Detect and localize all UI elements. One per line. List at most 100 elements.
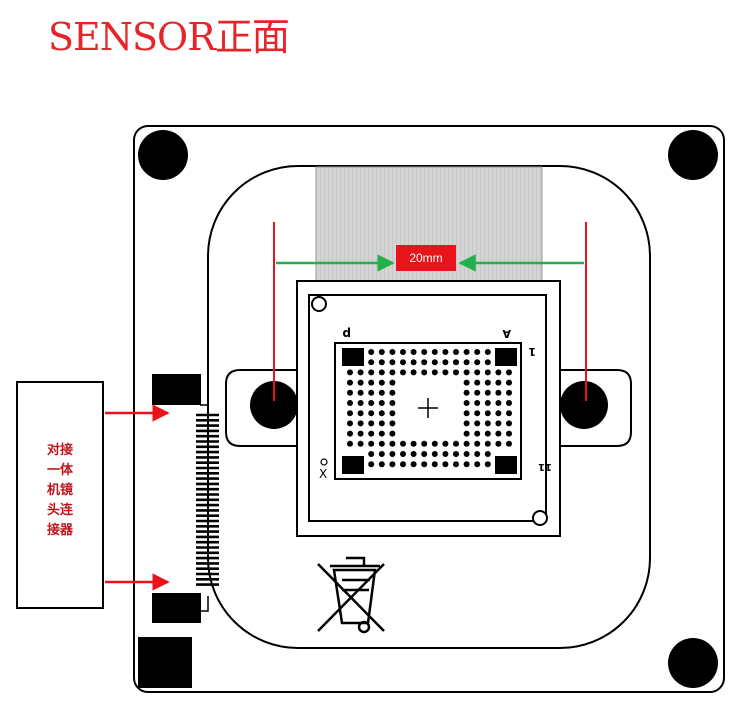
bga-ball: [474, 410, 481, 417]
callout-line: 机镜: [46, 483, 73, 498]
callout-line: 对接: [46, 443, 73, 458]
bga-ball: [463, 451, 470, 457]
bga-ball: [495, 389, 502, 396]
bga-ball: [495, 430, 502, 437]
bga-ball: [378, 379, 385, 386]
pin-label-left-bottom: X: [319, 467, 327, 481]
bga-ball: [474, 400, 481, 406]
bga-ball: [506, 400, 512, 406]
bga-ball: [421, 451, 428, 457]
bga-ball: [400, 440, 406, 447]
connector-pad-top: [152, 374, 201, 405]
bga-ball: [378, 389, 385, 396]
bga-ball: [410, 369, 417, 376]
center-crosshair: [418, 398, 438, 418]
bga-ball: [463, 400, 470, 406]
mounting-hole-top-left: [138, 130, 188, 180]
bga-ball: [357, 369, 364, 376]
bga-ball: [421, 440, 428, 447]
bga-ball: [495, 410, 502, 417]
bga-ball: [442, 369, 449, 376]
bga-ball: [484, 461, 491, 468]
bga-ball: [506, 430, 512, 437]
bga-ball: [347, 389, 353, 396]
bga-ball: [453, 440, 459, 447]
bga-ball: [431, 369, 438, 376]
bga-ball: [389, 359, 396, 366]
bga-ball: [463, 379, 470, 386]
connector-callout-box: 对接 一体 机镜 头连 接器: [16, 381, 104, 609]
bga-ball: [474, 379, 481, 386]
bga-ball: [389, 420, 396, 427]
bga-ball: [368, 440, 375, 447]
bga-ball: [421, 349, 428, 355]
callout-line: 头连: [46, 503, 73, 518]
bga-ball: [378, 430, 385, 437]
callout-text: 对接 一体 机镜 头连 接器: [18, 441, 102, 541]
bga-ball: [474, 369, 481, 376]
bga-ball: [463, 430, 470, 437]
bga-ball-grid: [347, 349, 512, 468]
bga-ball: [431, 461, 438, 468]
bga-ball: [442, 451, 449, 457]
pin-label-top-right: A: [502, 327, 511, 340]
bga-ball: [453, 359, 459, 366]
bga-ball: [389, 461, 396, 468]
bga-ball: [357, 400, 364, 406]
bga-ball: [357, 440, 364, 447]
bga-ball: [484, 400, 491, 406]
bga-ball: [347, 440, 353, 447]
bga-ball: [495, 369, 502, 376]
bga-ball: [484, 359, 491, 366]
bga-ball: [378, 359, 385, 366]
bga-ball: [474, 389, 481, 396]
bga-ball: [474, 451, 481, 457]
bga-ball: [431, 349, 438, 355]
bga-ball: [421, 461, 428, 468]
bga-ball: [389, 440, 396, 447]
bga-ball: [484, 451, 491, 457]
bga-ball: [506, 410, 512, 417]
pin-label-right-bottom: 11: [538, 461, 552, 472]
bga-ball: [431, 440, 438, 447]
bga-ball: [400, 349, 406, 355]
bga-ball: [378, 440, 385, 447]
bga-ball: [410, 451, 417, 457]
corner-pad-bottom-left: [138, 637, 192, 688]
bga-ball: [474, 420, 481, 427]
bga-ball: [400, 359, 406, 366]
bga-corner-pad-tl: [342, 348, 364, 366]
bga-ball: [421, 359, 428, 366]
bga-ball: [410, 461, 417, 468]
bga-ball: [484, 410, 491, 417]
pin-label-right-top: 1: [528, 345, 536, 358]
bga-ball: [463, 410, 470, 417]
bga-ball: [368, 379, 375, 386]
bga-ball: [378, 349, 385, 355]
bga-ball: [357, 410, 364, 417]
bga-ball: [484, 389, 491, 396]
bga-ball: [453, 349, 459, 355]
bga-ball: [506, 369, 512, 376]
bga-ball: [378, 461, 385, 468]
bga-ball: [453, 461, 459, 468]
mounting-hole-bottom-right: [668, 638, 718, 688]
bga-ball: [347, 430, 353, 437]
bga-ball: [495, 379, 502, 386]
bga-ball: [484, 420, 491, 427]
bga-ball: [389, 451, 396, 457]
bga-ball: [368, 359, 375, 366]
bga-ball: [357, 430, 364, 437]
bga-corner-pad-br: [495, 456, 517, 474]
bga-ball: [400, 451, 406, 457]
bga-corner-pad-tr: [495, 348, 517, 366]
bga-ball: [378, 400, 385, 406]
bga-ball: [347, 420, 353, 427]
bga-ball: [357, 420, 364, 427]
bga-ball: [378, 410, 385, 417]
bga-ball: [410, 359, 417, 366]
bga-ball: [347, 369, 353, 376]
bga-ball: [484, 430, 491, 437]
bga-ball: [368, 369, 375, 376]
